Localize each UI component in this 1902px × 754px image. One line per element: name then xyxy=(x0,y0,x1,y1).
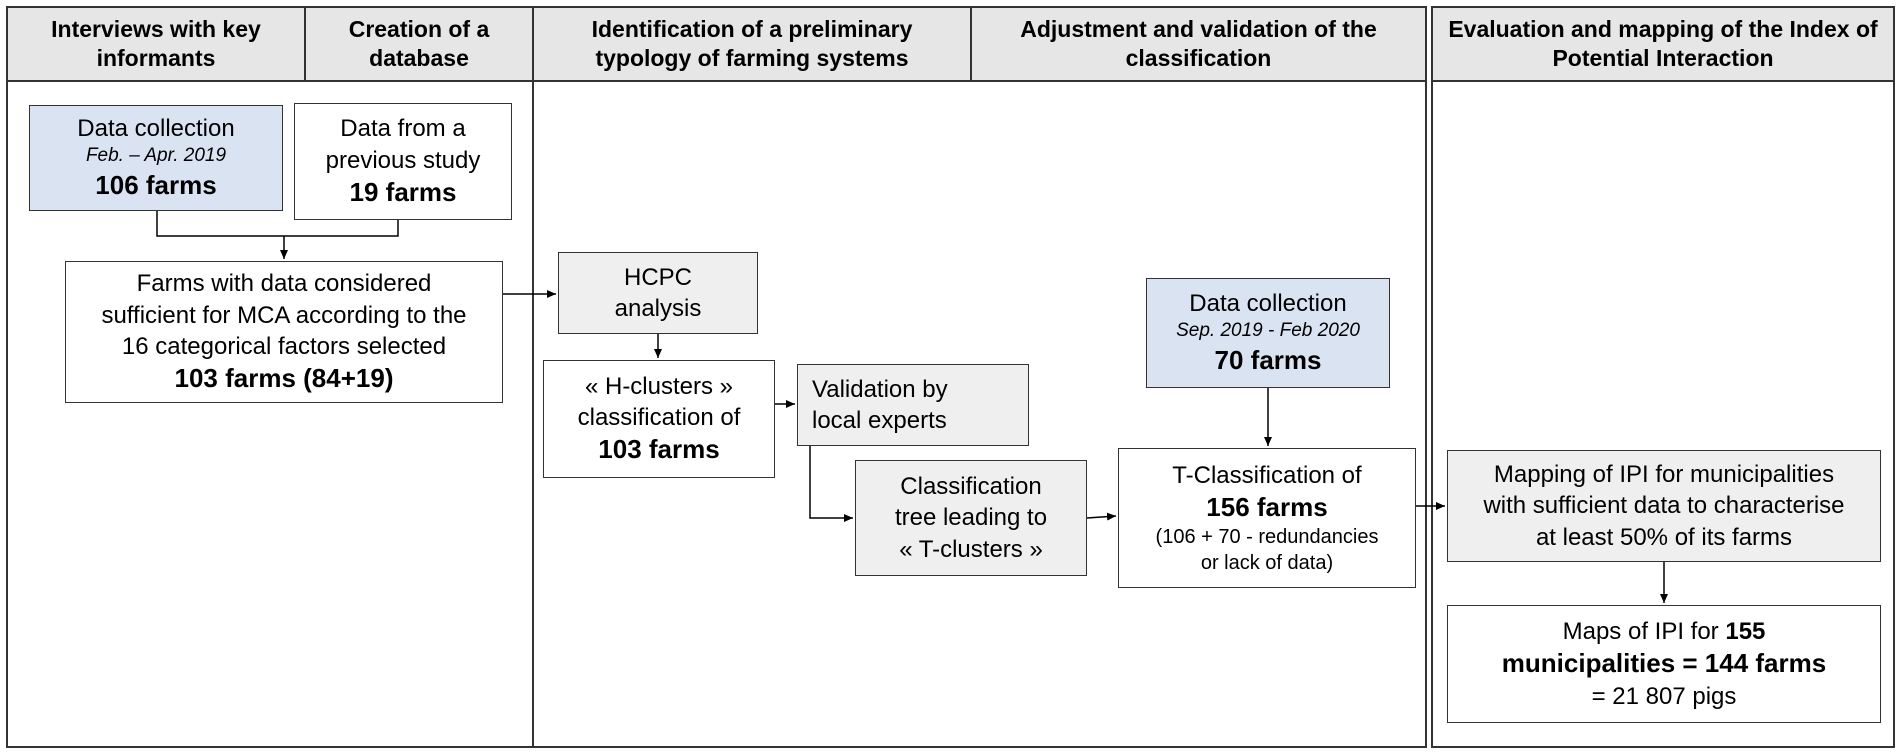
t-classification-line1: T-Classification of xyxy=(1172,461,1362,489)
t-classification-note2: or lack of data) xyxy=(1200,552,1334,575)
data-collection-2019-box: Data collection Feb. – Apr. 2019 106 far… xyxy=(29,105,283,211)
sufficient-data-box: Farms with data considered sufficient fo… xyxy=(65,261,503,403)
data-collection-dates: Feb. – Apr. 2019 xyxy=(85,145,227,167)
mapping-ipi-box: Mapping of IPI for municipalities with s… xyxy=(1447,450,1881,562)
sufficient-line3: 16 categorical factors selected xyxy=(121,332,447,360)
data-collection-2020-box: Data collection Sep. 2019 - Feb 2020 70 … xyxy=(1146,278,1390,388)
mapping-line2: with sufficient data to characterise xyxy=(1483,492,1845,520)
arrow-validation-to-tree xyxy=(809,446,853,522)
hcpc-analysis-box: HCPC analysis xyxy=(558,252,758,334)
data-collection-2-count: 70 farms xyxy=(1214,345,1322,376)
mapping-line1: Mapping of IPI for municipalities xyxy=(1493,461,1835,489)
h-clusters-line1: « H-clusters » xyxy=(584,372,734,400)
tree-line3: « T-clusters » xyxy=(899,535,1043,563)
sufficient-line1: Farms with data considered xyxy=(136,270,432,298)
header-identification: Identification of a preliminary typology… xyxy=(532,6,972,82)
header-adjustment: Adjustment and validation of the classif… xyxy=(970,6,1427,82)
maps-line1-bold: 155 xyxy=(1725,617,1766,645)
maps-line2: municipalities = 144 farms xyxy=(1501,648,1827,679)
data-collection-count: 106 farms xyxy=(95,170,217,201)
header-evaluation: Evaluation and mapping of the Index of P… xyxy=(1431,6,1895,82)
validation-line1: Validation by xyxy=(812,375,948,403)
header-adjustment-text: Adjustment and validation of the classif… xyxy=(1020,15,1377,71)
previous-study-count: 19 farms xyxy=(349,176,457,207)
header-interviews: Interviews with key informants xyxy=(6,6,306,82)
t-classification-box: T-Classification of 156 farms (106 + 70 … xyxy=(1118,448,1416,588)
t-classification-count: 156 farms xyxy=(1206,491,1328,522)
sufficient-count: 103 farms (84+19) xyxy=(174,362,394,393)
validation-box: Validation by local experts xyxy=(797,364,1029,446)
connector-previous-to-join xyxy=(284,220,399,237)
tree-line1: Classification xyxy=(900,473,1042,501)
previous-study-box: Data from a previous study 19 farms xyxy=(294,103,512,220)
t-classification-note1: (106 + 70 - redundancies xyxy=(1155,526,1379,549)
maps-line3: = 21 807 pigs xyxy=(1591,682,1737,710)
previous-study-line1: Data from a xyxy=(340,115,466,143)
h-clusters-box: « H-clusters » classification of 103 far… xyxy=(543,360,775,478)
maps-line1: Maps of IPI for 155 xyxy=(1563,616,1766,647)
sufficient-line2: sufficient for MCA according to the xyxy=(101,301,467,329)
tree-line2: tree leading to xyxy=(894,504,1048,532)
previous-study-line2: previous study xyxy=(325,146,481,174)
h-clusters-line2: classification of xyxy=(577,404,741,432)
maps-ipi-box: Maps of IPI for 155 municipalities = 144… xyxy=(1447,605,1881,723)
arrow-tree-to-tclassification xyxy=(1086,512,1117,521)
mapping-line3: at least 50% of its farms xyxy=(1535,523,1793,551)
data-collection-2-title: Data collection xyxy=(1189,290,1347,318)
header-evaluation-text: Evaluation and mapping of the Index of P… xyxy=(1448,15,1878,71)
validation-line2: local experts xyxy=(812,407,947,434)
header-interviews-text: Interviews with key informants xyxy=(51,15,261,71)
hcpc-line1: HCPC xyxy=(623,263,692,291)
header-database: Creation of a database xyxy=(304,6,534,82)
header-identification-text: Identification of a preliminary typology… xyxy=(591,15,913,71)
connector-collection-to-join xyxy=(156,211,284,237)
hcpc-line2: analysis xyxy=(614,295,702,322)
header-database-text: Creation of a database xyxy=(348,15,490,71)
h-clusters-count: 103 farms xyxy=(598,434,720,465)
data-collection-2-dates: Sep. 2019 - Feb 2020 xyxy=(1176,320,1360,342)
maps-line1-prefix: Maps of IPI for xyxy=(1562,617,1726,645)
data-collection-title: Data collection xyxy=(77,115,235,143)
classification-tree-box: Classification tree leading to « T-clust… xyxy=(855,460,1087,576)
